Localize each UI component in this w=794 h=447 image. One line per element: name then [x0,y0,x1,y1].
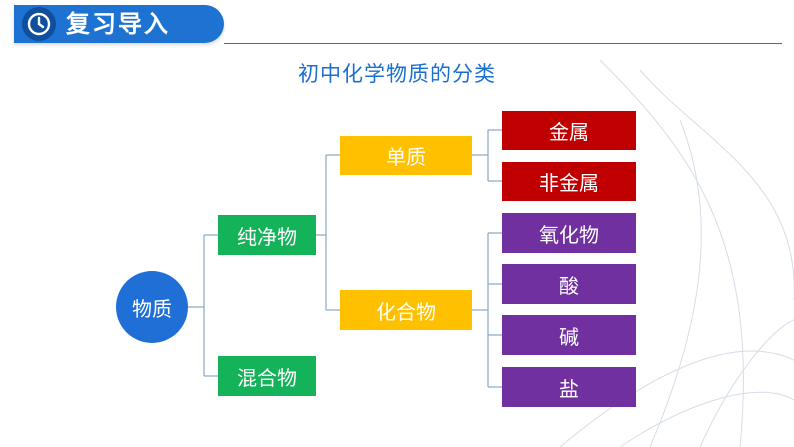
node-mixture: 混合物 [218,356,316,396]
header-divider [224,43,782,44]
node-metal: 金属 [502,111,636,150]
node-compound: 化合物 [340,290,472,330]
node-element: 单质 [340,136,472,175]
node-salt: 盐 [502,367,636,407]
node-oxide: 氧化物 [502,213,636,253]
node-base: 碱 [502,315,636,355]
node-pure-substance: 纯净物 [218,215,316,255]
section-header: 复习导入 [14,5,224,43]
diagram-title: 初中化学物质的分类 [298,62,496,86]
section-title: 复习导入 [66,10,170,38]
node-substance: 物质 [116,271,188,343]
clock-icon [22,7,56,41]
node-nonmetal: 非金属 [502,162,636,201]
node-acid: 酸 [502,264,636,304]
